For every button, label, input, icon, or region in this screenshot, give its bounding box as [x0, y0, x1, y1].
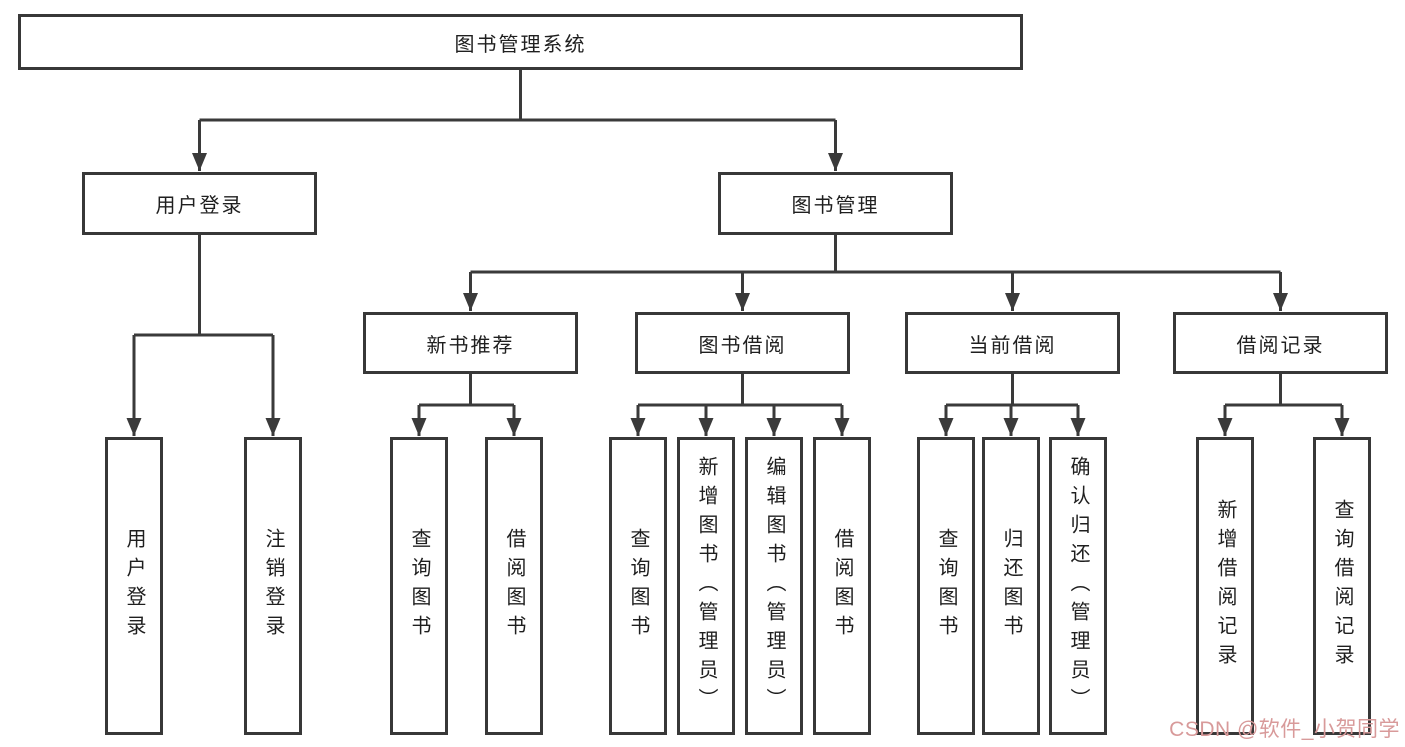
- leaf-query-books-1: 查询图书: [390, 437, 448, 735]
- node-root-system: 图书管理系统: [18, 14, 1023, 70]
- node-user-login: 用户登录: [82, 172, 317, 235]
- csdn-watermark: CSDN @软件_小贺同学: [1169, 718, 1400, 741]
- leaf-query-books-2: 查询图书: [609, 437, 667, 735]
- leaf-logout: 注销登录: [244, 437, 302, 735]
- leaf-label: 查询借阅记录: [1331, 499, 1353, 673]
- leaf-label: 确认归还（管理员）: [1067, 455, 1089, 717]
- leaf-label: 借阅图书: [831, 528, 853, 644]
- leaf-confirm-return-admin: 确认归还（管理员）: [1049, 437, 1107, 735]
- leaf-borrow-books-1: 借阅图书: [485, 437, 543, 735]
- leaf-add-borrow-record: 新增借阅记录: [1196, 437, 1254, 735]
- leaf-label: 归还图书: [1000, 528, 1022, 644]
- leaf-label: 查询图书: [935, 528, 957, 644]
- node-label: 借阅记录: [1236, 334, 1325, 357]
- node-label: 图书管理: [791, 195, 880, 217]
- leaf-add-books-admin: 新增图书（管理员）: [677, 437, 735, 735]
- node-label: 用户登录: [155, 195, 244, 217]
- leaf-label: 用户登录: [123, 528, 145, 644]
- leaf-borrow-books-2: 借阅图书: [813, 437, 871, 735]
- leaf-label: 编辑图书（管理员）: [763, 455, 785, 717]
- node-borrow-records: 借阅记录: [1173, 312, 1388, 374]
- leaf-label: 注销登录: [262, 528, 284, 644]
- leaf-label: 新增图书（管理员）: [695, 455, 717, 717]
- leaf-label: 新增借阅记录: [1214, 499, 1236, 673]
- leaf-label: 查询图书: [408, 528, 430, 644]
- node-book-borrow: 图书借阅: [635, 312, 850, 374]
- node-book-management: 图书管理: [718, 172, 953, 235]
- leaf-label: 借阅图书: [503, 528, 525, 644]
- leaf-query-borrow-record: 查询借阅记录: [1313, 437, 1371, 735]
- node-label: 新书推荐: [426, 334, 515, 357]
- node-current-borrow: 当前借阅: [905, 312, 1120, 374]
- leaf-query-books-3: 查询图书: [917, 437, 975, 735]
- leaf-edit-books-admin: 编辑图书（管理员）: [745, 437, 803, 735]
- leaf-user-login: 用户登录: [105, 437, 163, 735]
- leaf-return-books: 归还图书: [982, 437, 1040, 735]
- node-label: 当前借阅: [968, 334, 1057, 357]
- node-root-label: 图书管理系统: [454, 33, 587, 56]
- node-new-book-recommend: 新书推荐: [363, 312, 578, 374]
- node-label: 图书借阅: [698, 334, 787, 357]
- leaf-label: 查询图书: [627, 528, 649, 644]
